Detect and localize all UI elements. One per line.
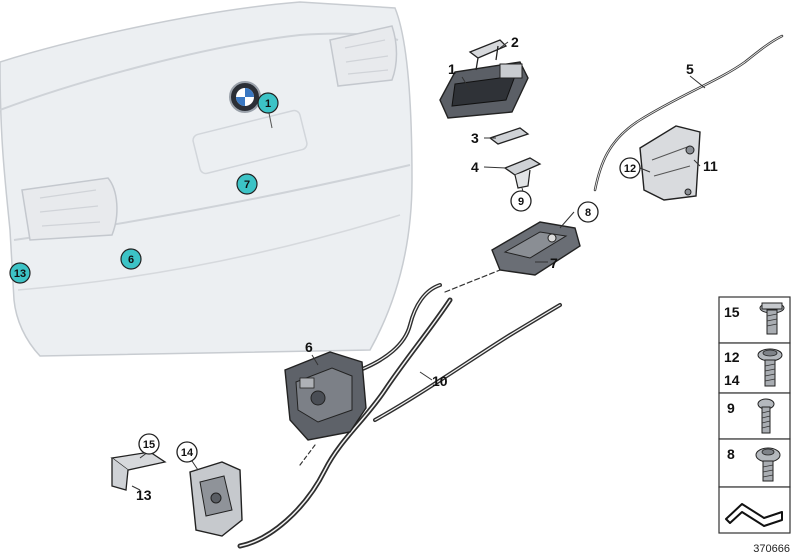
callout-15: 15 bbox=[138, 433, 160, 455]
dashed-connection bbox=[444, 269, 501, 293]
chevron-arrow-icon bbox=[725, 503, 783, 527]
bolt-9-icon bbox=[757, 398, 775, 434]
panel-label-14: 14 bbox=[724, 372, 740, 388]
part-label-1: 1 bbox=[448, 61, 456, 77]
part-label-6: 6 bbox=[305, 339, 313, 355]
part-3-plate bbox=[488, 127, 530, 145]
dashed-connection bbox=[299, 444, 316, 466]
part-label-4: 4 bbox=[471, 159, 479, 175]
bolt-12-14-icon bbox=[757, 348, 783, 387]
part-label-10: 10 bbox=[432, 373, 448, 389]
callout-14: 14 bbox=[176, 441, 198, 463]
part-1-handle-switch bbox=[439, 61, 529, 119]
part-label-3: 3 bbox=[471, 130, 479, 146]
tailgate-bottom-edge bbox=[17, 214, 401, 291]
part-7-lock-actuator bbox=[491, 221, 581, 276]
svg-text:6: 6 bbox=[128, 254, 134, 266]
panel-label-8: 8 bbox=[727, 446, 735, 462]
part-11-bracket bbox=[639, 125, 701, 201]
svg-text:9: 9 bbox=[518, 196, 524, 208]
cable-5-highlight bbox=[594, 35, 783, 191]
panel-cell-arrow bbox=[718, 486, 791, 534]
bmw-emblem bbox=[229, 81, 261, 113]
svg-text:8: 8 bbox=[585, 207, 591, 219]
badge-13: 13 bbox=[9, 262, 31, 284]
part-14-lower-latch bbox=[189, 461, 243, 537]
license-plate-recess bbox=[192, 109, 308, 175]
diagram-id: 370666 bbox=[753, 543, 790, 555]
part-13-bracket bbox=[110, 451, 167, 491]
part-labels: 1 2 3 4 5 6 7 10 11 13 bbox=[136, 34, 718, 503]
tail-light-detail bbox=[344, 39, 389, 75]
circled-callouts: 9 8 12 15 14 bbox=[138, 157, 641, 463]
svg-text:7: 7 bbox=[244, 179, 250, 191]
tail-light-detail bbox=[39, 189, 101, 227]
hardware-panel: 15 12 14 9 8 bbox=[718, 296, 791, 534]
part-label-5: 5 bbox=[686, 61, 694, 77]
cable-10-highlight bbox=[239, 299, 451, 547]
part-label-2: 2 bbox=[511, 34, 519, 50]
part-2-bracket bbox=[468, 39, 508, 71]
part-label-13: 13 bbox=[136, 487, 152, 503]
tailgate-outer-panel bbox=[0, 1, 413, 357]
svg-text:15: 15 bbox=[143, 439, 155, 451]
part-label-7: 7 bbox=[550, 255, 558, 271]
badge-6: 6 bbox=[120, 248, 142, 270]
callout-12: 12 bbox=[619, 157, 641, 179]
svg-text:14: 14 bbox=[181, 447, 194, 459]
panel-cell-8 bbox=[718, 438, 791, 488]
callout-8: 8 bbox=[577, 201, 599, 223]
part-label-11: 11 bbox=[703, 158, 718, 174]
panel-cell-9 bbox=[718, 392, 791, 440]
bolt-15-icon bbox=[759, 302, 785, 335]
badge-1: 1 bbox=[257, 92, 279, 114]
panel-label-15: 15 bbox=[724, 304, 740, 320]
callout-9: 9 bbox=[510, 190, 532, 212]
svg-text:12: 12 bbox=[624, 163, 636, 175]
badge-callouts: 1 7 6 13 bbox=[9, 92, 279, 284]
panel-label-12: 12 bbox=[724, 349, 740, 365]
part-6-latch bbox=[284, 351, 367, 441]
cable-10-upper-highlight bbox=[374, 304, 561, 421]
panel-label-9: 9 bbox=[727, 400, 735, 416]
svg-text:13: 13 bbox=[14, 268, 26, 280]
cable-6-to-7-highlight bbox=[359, 284, 441, 371]
bowden-cables bbox=[237, 34, 784, 549]
svg-text:1: 1 bbox=[265, 98, 271, 110]
badge-7: 7 bbox=[236, 173, 258, 195]
tailgate-illustration bbox=[0, 1, 413, 357]
bolt-8-icon bbox=[755, 447, 781, 482]
part-4-clip bbox=[503, 157, 542, 189]
